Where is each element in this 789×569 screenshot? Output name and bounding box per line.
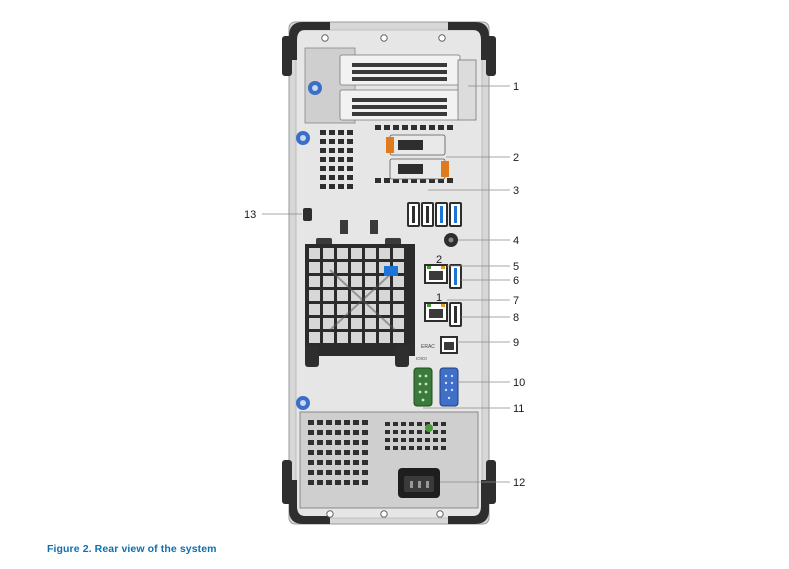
figure-caption: Figure 2. Rear view of the system xyxy=(47,543,217,555)
security-lock-slot xyxy=(303,208,312,221)
upper-vent-grid xyxy=(320,125,453,189)
callout-lines xyxy=(262,85,510,483)
callout-3: 3 xyxy=(513,185,519,197)
callout-5: 5 xyxy=(513,261,519,273)
lan-2-label: 2 xyxy=(436,254,442,266)
serial-label: IOIOI xyxy=(416,356,427,361)
expansion-card-slots xyxy=(304,47,477,124)
serial-port[interactable] xyxy=(413,367,433,407)
vga-port[interactable] xyxy=(439,367,459,407)
callout-10: 10 xyxy=(513,377,525,389)
callout-6: 6 xyxy=(513,275,519,287)
erac-label: ERAC xyxy=(421,344,435,350)
callout-7: 7 xyxy=(513,295,519,307)
callout-8: 8 xyxy=(513,312,519,324)
psu-led xyxy=(425,424,433,432)
callout-2: 2 xyxy=(513,152,519,164)
callout-11: 11 xyxy=(513,403,524,415)
fan-grille xyxy=(305,244,415,367)
io-panel: 2 1 ERAC IOIOI xyxy=(407,202,462,407)
callout-numbers: 1 2 3 4 5 6 7 8 9 10 11 12 13 xyxy=(244,81,525,489)
callout-13: 13 xyxy=(244,209,256,221)
drive-modules xyxy=(386,134,449,180)
callout-4: 4 xyxy=(513,235,519,247)
lan-1-label: 1 xyxy=(436,292,442,304)
rear-view-figure: 2 1 ERAC IOIOI xyxy=(244,21,525,525)
chassis-screws xyxy=(321,34,446,518)
callout-9: 9 xyxy=(513,337,519,349)
callout-1: 1 xyxy=(513,81,519,93)
callout-12: 12 xyxy=(513,477,525,489)
power-supply xyxy=(299,411,479,509)
usb-ports[interactable] xyxy=(407,202,462,227)
